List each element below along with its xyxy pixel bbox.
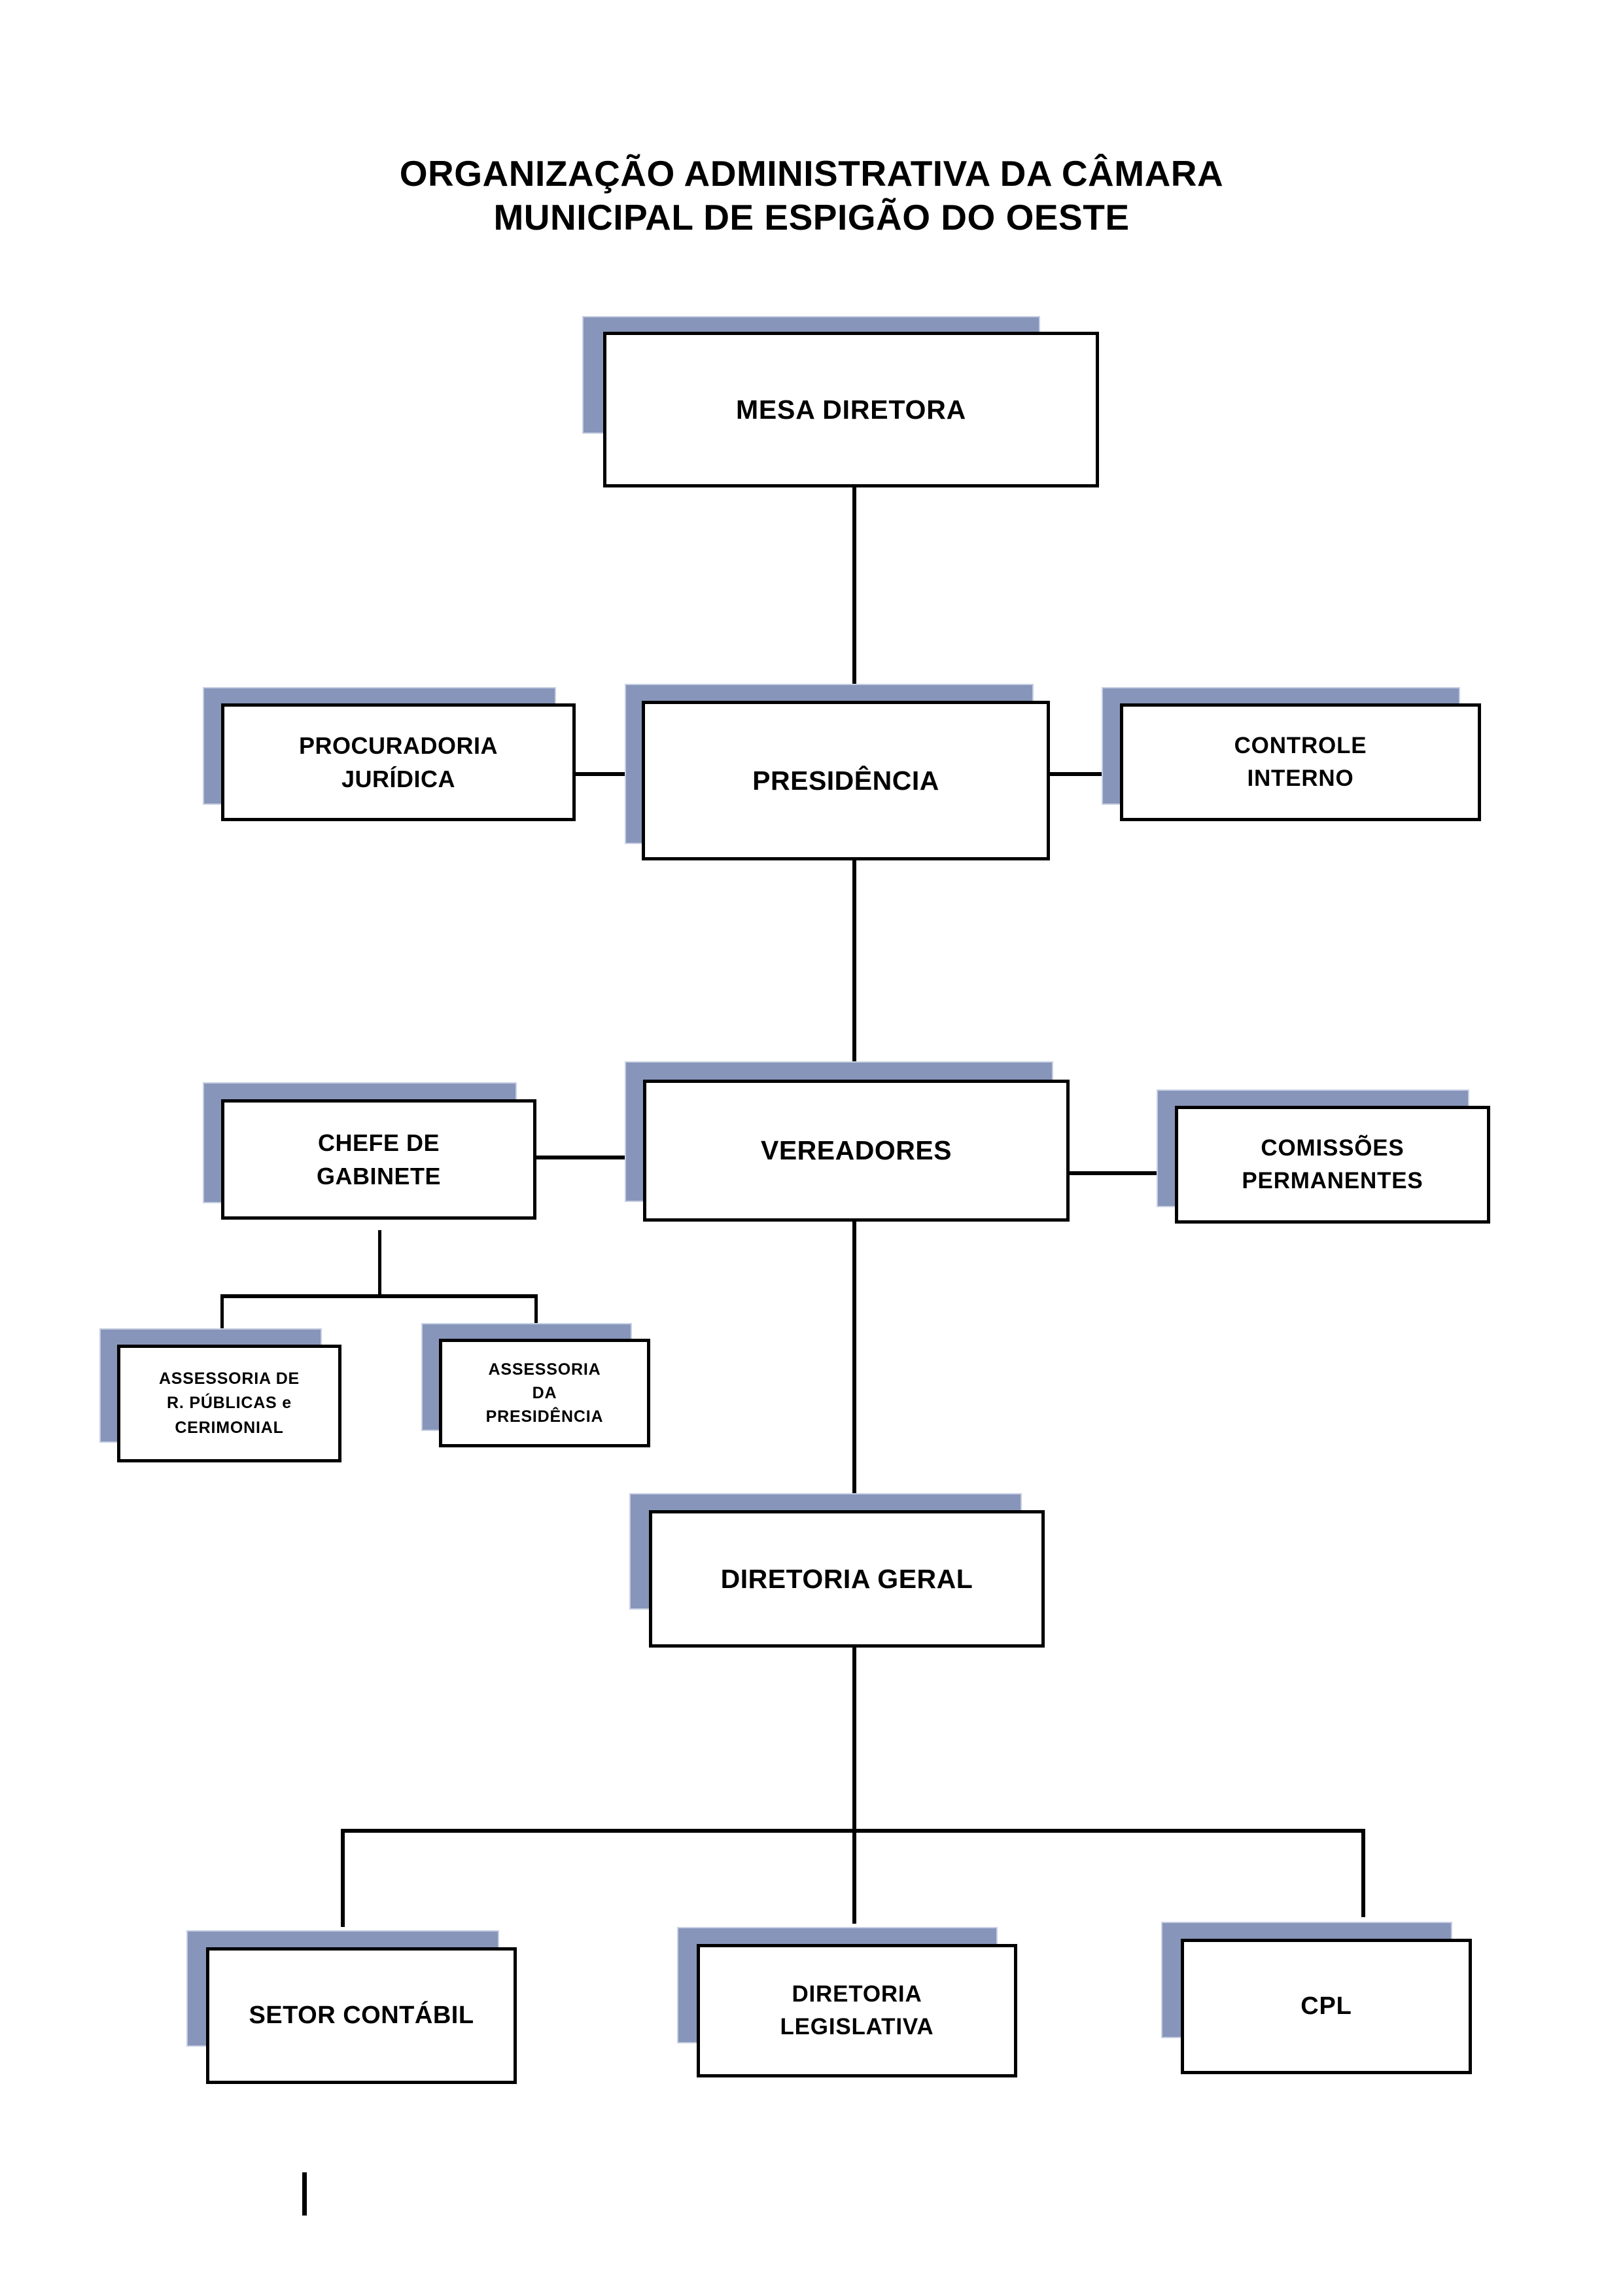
connector-chefe-gabinete-stem xyxy=(378,1230,381,1296)
node-cpl[interactable]: CPL xyxy=(1161,1922,1472,2074)
node-setor-contabil[interactable]: SETOR CONTÁBIL xyxy=(186,1930,517,2084)
node-box: MESA DIRETORA xyxy=(603,332,1099,487)
connector-presidencia-to-vereadores xyxy=(852,853,856,1080)
connector-vereadores-to-chefe-gabinete xyxy=(536,1156,641,1159)
connector-assessoria-rp-drop xyxy=(220,1294,224,1339)
connector-setor-contabil-drop xyxy=(341,1829,345,1927)
node-label: DIRETORIA GERAL xyxy=(720,1563,973,1594)
node-box: PROCURADORIA JURÍDICA xyxy=(221,703,576,821)
node-label: PRESIDÊNCIA xyxy=(752,765,939,796)
node-box: DIRETORIA GERAL xyxy=(649,1510,1045,1648)
node-label: CONTROLE INTERNO xyxy=(1234,733,1367,791)
node-box: DIRETORIA LEGISLATIVA xyxy=(697,1944,1017,2077)
node-label: COMISSÕES PERMANENTES xyxy=(1242,1135,1423,1193)
node-label: PROCURADORIA JURÍDICA xyxy=(298,732,498,792)
node-box: COMISSÕES PERMANENTES xyxy=(1175,1106,1490,1224)
node-vereadores[interactable]: VEREADORES xyxy=(625,1061,1070,1222)
connector-mesa-to-presidencia xyxy=(852,486,856,707)
node-mesa-diretora[interactable]: MESA DIRETORA xyxy=(582,316,1099,487)
page-title: ORGANIZAÇÃO ADMINISTRATIVA DA CÂMARA MUN… xyxy=(0,152,1623,239)
node-box: VEREADORES xyxy=(643,1080,1070,1222)
node-label: DIRETORIA LEGISLATIVA xyxy=(780,1981,934,2040)
node-controle-interno[interactable]: CONTROLE INTERNO xyxy=(1102,687,1481,821)
node-box: PRESIDÊNCIA xyxy=(642,701,1050,860)
node-diretoria-geral[interactable]: DIRETORIA GERAL xyxy=(629,1493,1045,1648)
node-presidencia[interactable]: PRESIDÊNCIA xyxy=(625,684,1050,860)
node-label: ASSESSORIA DE R. PÚBLICAS e CERIMONIAL xyxy=(158,1369,300,1437)
node-procuradoria-juridica[interactable]: PROCURADORIA JURÍDICA xyxy=(203,687,576,821)
node-comissoes-permanentes[interactable]: COMISSÕES PERMANENTES xyxy=(1157,1089,1490,1224)
node-label: SETOR CONTÁBIL xyxy=(249,2001,474,2029)
connector-cpl-drop xyxy=(1361,1829,1365,1917)
node-label: MESA DIRETORA xyxy=(735,394,967,425)
connector-diretoria-legislativa-drop xyxy=(852,1829,856,1924)
connector-presidencia-to-controle-interno xyxy=(1047,772,1119,776)
node-label: VEREADORES xyxy=(760,1135,952,1166)
node-box: SETOR CONTÁBIL xyxy=(206,1947,517,2084)
node-label: CHEFE DE GABINETE xyxy=(316,1129,441,1190)
node-assessoria-presidencia[interactable]: ASSESSORIA DA PRESIDÊNCIA xyxy=(421,1323,650,1447)
node-label: CPL xyxy=(1300,1992,1352,2020)
connector-diretoria-geral-stem xyxy=(852,1641,856,1831)
node-box: CONTROLE INTERNO xyxy=(1120,703,1481,821)
node-label: ASSESSORIA DA PRESIDÊNCIA xyxy=(485,1360,604,1426)
node-box: ASSESSORIA DA PRESIDÊNCIA xyxy=(439,1339,650,1447)
node-chefe-de-gabinete[interactable]: CHEFE DE GABINETE xyxy=(203,1082,536,1220)
node-assessoria-rp-cerimonial[interactable]: ASSESSORIA DE R. PÚBLICAS e CERIMONIAL xyxy=(99,1328,341,1462)
connector-assessoria-presidencia-drop xyxy=(534,1294,538,1335)
node-box: CPL xyxy=(1181,1939,1472,2074)
connector-assessoria-bus xyxy=(220,1294,538,1298)
node-box: ASSESSORIA DE R. PÚBLICAS e CERIMONIAL xyxy=(117,1345,341,1462)
node-box: CHEFE DE GABINETE xyxy=(221,1099,536,1220)
node-diretoria-legislativa[interactable]: DIRETORIA LEGISLATIVA xyxy=(677,1927,1017,2077)
page-footer-tick-mark xyxy=(302,2172,307,2216)
connector-vereadores-to-diretoria-geral xyxy=(852,1218,856,1493)
page-title-line-2: MUNICIPAL DE ESPIGÃO DO OESTE xyxy=(493,197,1130,238)
connector-vereadores-to-comissoes xyxy=(1066,1171,1158,1175)
connector-presidencia-to-procuradoria xyxy=(563,772,648,776)
page-title-line-1: ORGANIZAÇÃO ADMINISTRATIVA DA CÂMARA xyxy=(399,153,1224,194)
